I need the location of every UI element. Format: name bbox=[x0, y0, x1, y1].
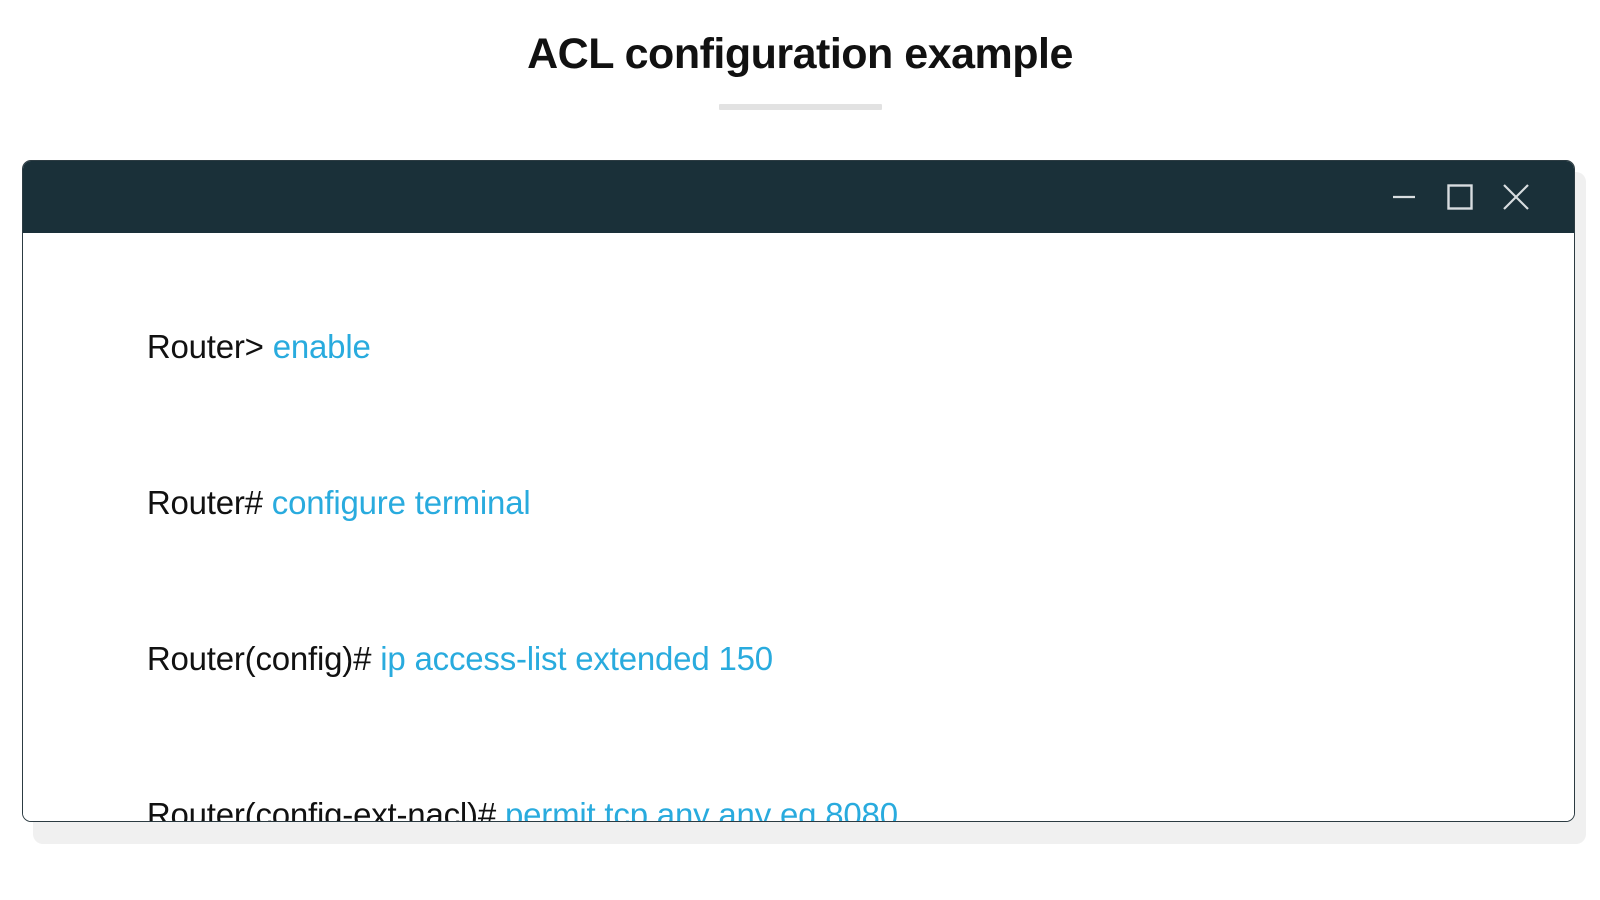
terminal-window: Router> enable Router# configure termina… bbox=[22, 160, 1575, 822]
terminal-line: Router(config)# ip access-list extended … bbox=[93, 581, 1574, 737]
terminal-command: ip access-list extended 150 bbox=[380, 640, 773, 677]
minimize-icon bbox=[1389, 182, 1419, 212]
maximize-icon bbox=[1445, 182, 1475, 212]
title-divider bbox=[718, 104, 882, 111]
close-button[interactable] bbox=[1488, 169, 1544, 225]
terminal-command: configure terminal bbox=[271, 484, 531, 521]
terminal-output[interactable]: Router> enable Router# configure termina… bbox=[23, 233, 1574, 821]
maximize-button[interactable] bbox=[1432, 169, 1488, 225]
terminal-prompt: Router(config-ext-nacl)# bbox=[146, 796, 505, 821]
terminal-prompt: Router# bbox=[146, 484, 272, 521]
terminal-line: Router> enable bbox=[93, 269, 1574, 425]
terminal-line: Router(config-ext-nacl)# permit tcp any … bbox=[93, 737, 1574, 821]
terminal-prompt: Router(config)# bbox=[146, 640, 381, 677]
terminal-line: Router# configure terminal bbox=[93, 425, 1574, 581]
page-header: ACL configuration example bbox=[0, 0, 1600, 111]
terminal-prompt: Router> bbox=[146, 328, 273, 365]
close-icon bbox=[1499, 180, 1533, 214]
terminal-command: enable bbox=[272, 328, 371, 365]
terminal-command: permit tcp any any eq 8080 bbox=[504, 796, 898, 821]
page-title: ACL configuration example bbox=[527, 30, 1073, 78]
terminal-titlebar[interactable] bbox=[23, 161, 1574, 233]
minimize-button[interactable] bbox=[1376, 169, 1432, 225]
